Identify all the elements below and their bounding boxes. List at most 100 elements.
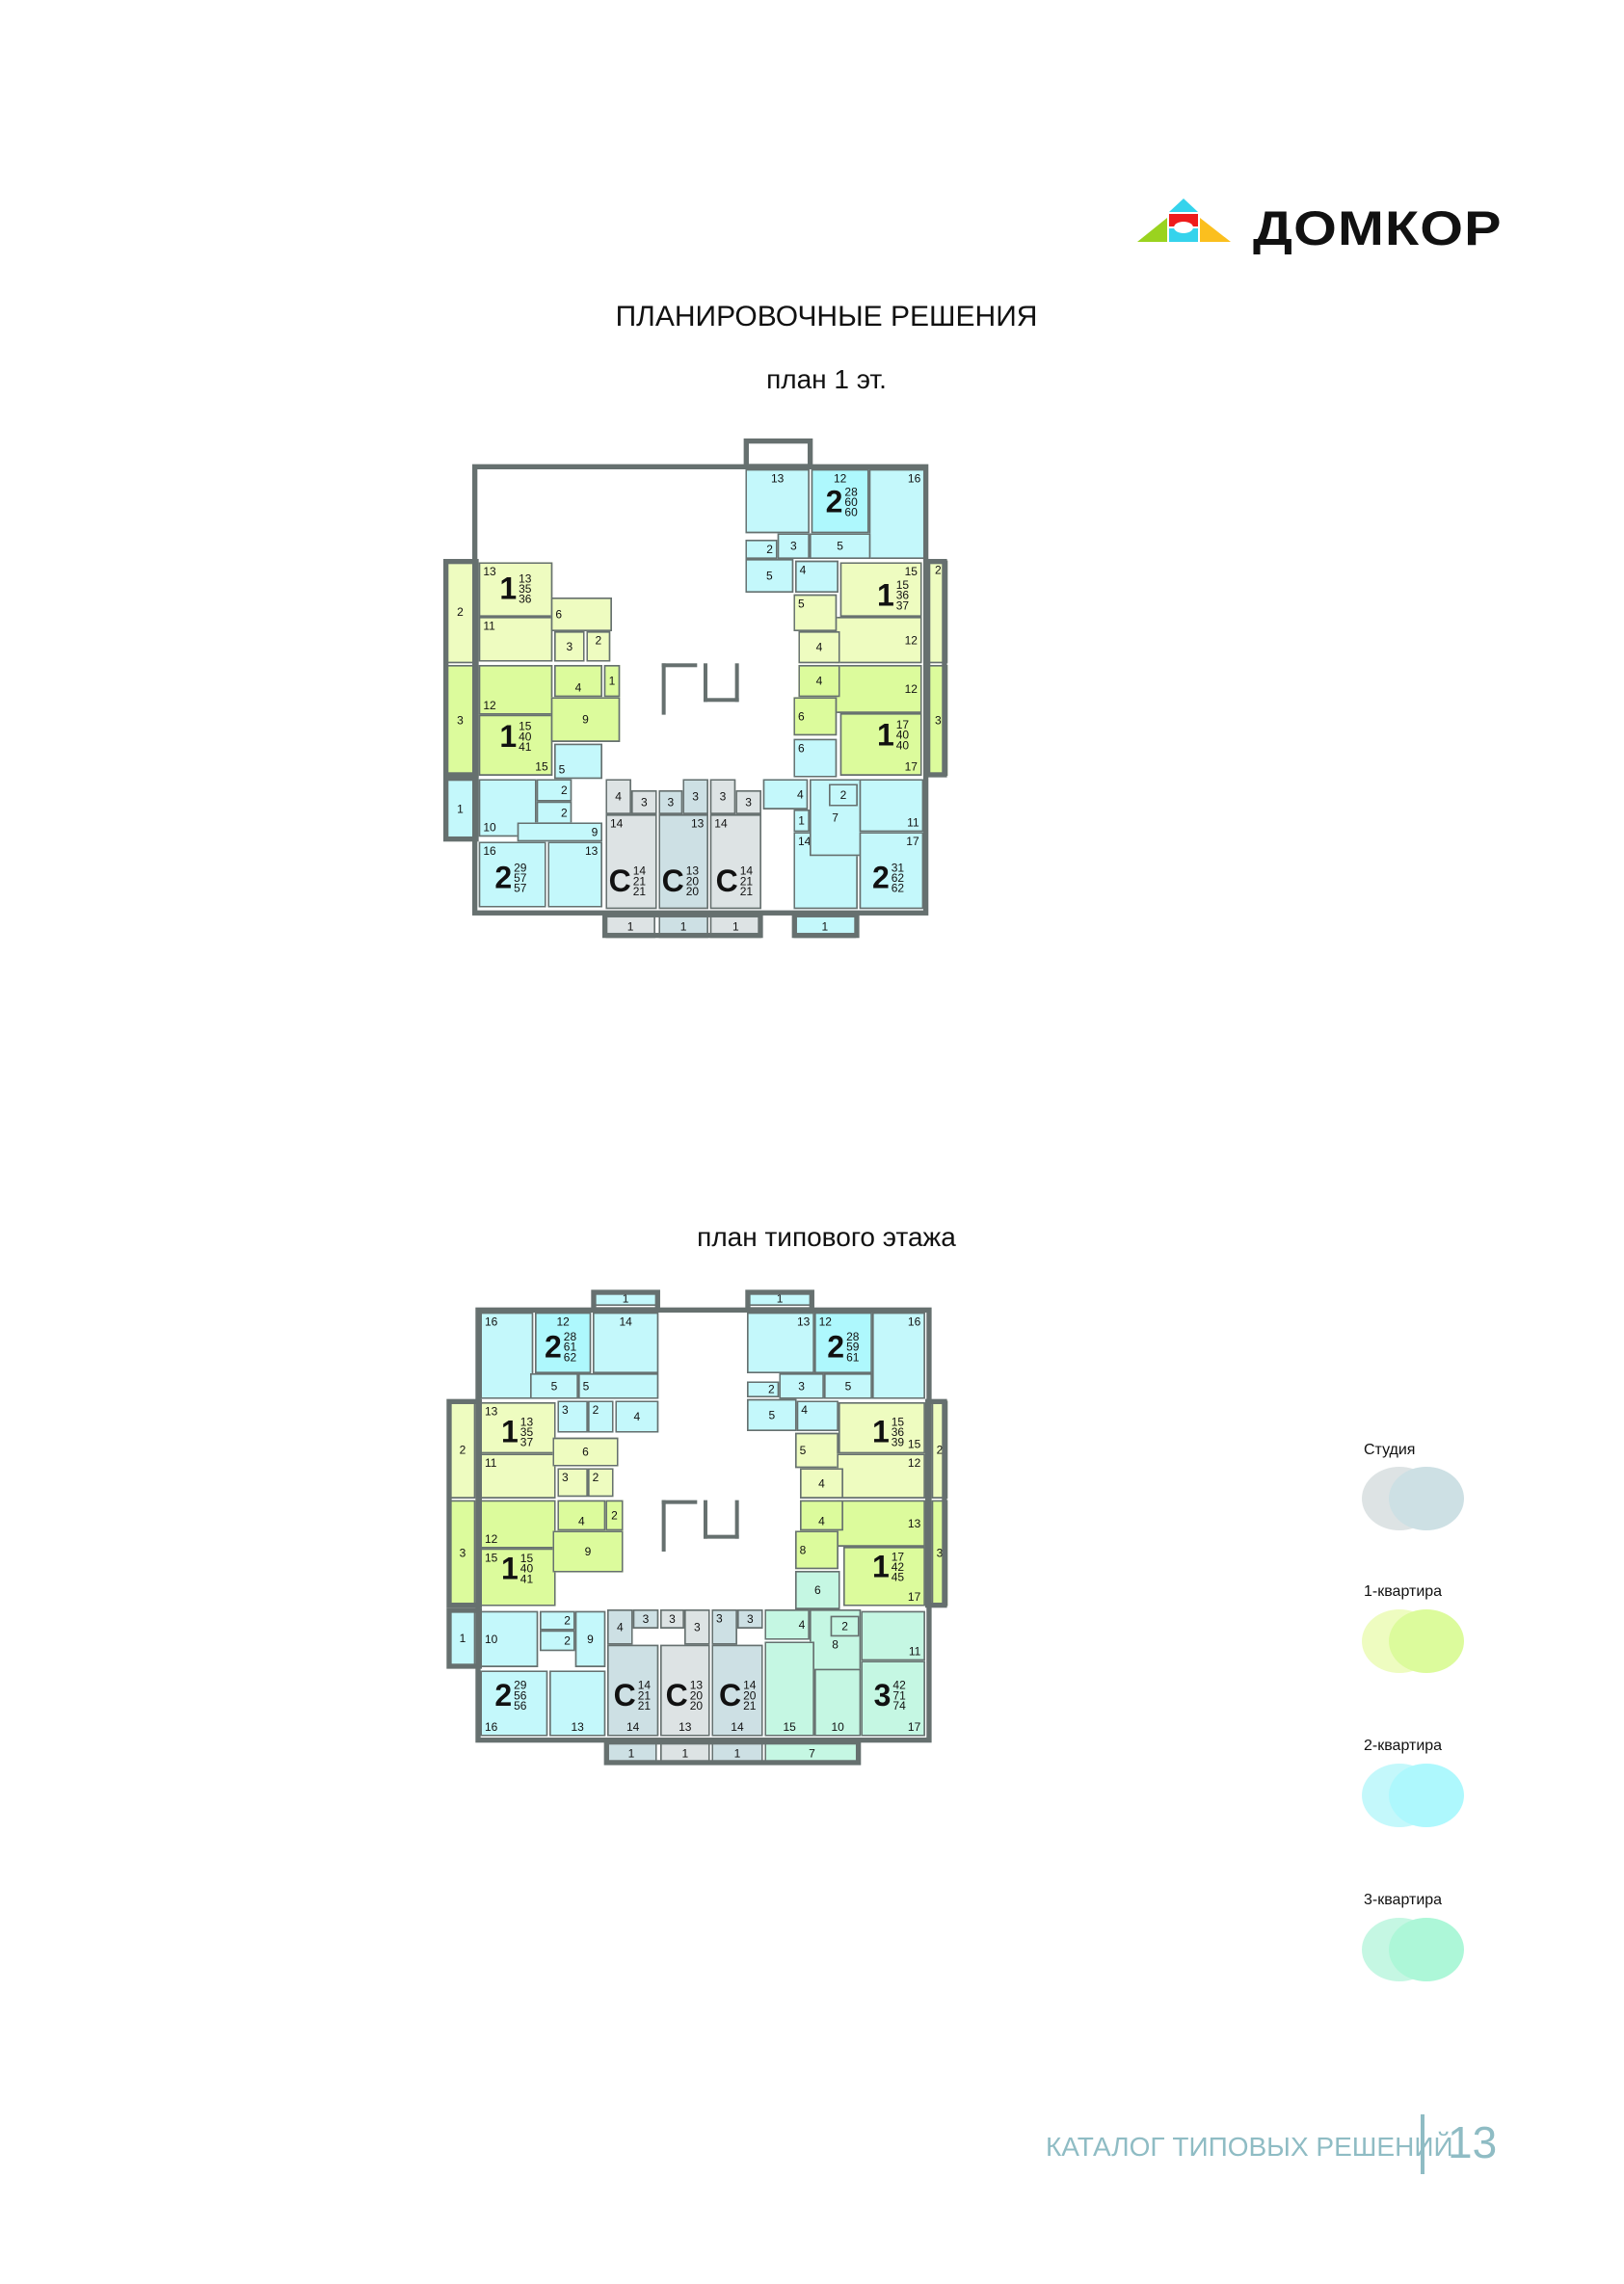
room-area-label: 13 [907,1516,921,1530]
room-area-label: 11 [908,1644,921,1659]
room: 13 [658,813,708,910]
room: 3 [630,789,657,814]
room-area-label: 1 [626,919,634,934]
room: 4 [553,664,602,698]
room: 3 [777,533,810,559]
apartment-room-count: 1 [876,577,894,613]
room-area-label: 1 [608,674,616,688]
room: 2 [828,783,858,807]
room: 4 [762,779,809,810]
elevator-shaft-wall [734,1500,739,1539]
room: 3 [446,664,474,776]
exterior-wall [446,1398,482,1608]
room: 4 [615,1400,659,1433]
room-area-label: 15 [907,1437,921,1451]
room-area-label: 1 [776,1291,784,1306]
apartment-area-value: 62 [563,1350,577,1364]
room: 12 [813,1312,872,1373]
room: 17 [861,1660,925,1737]
room-area-label: 14 [714,816,728,831]
apartment-area-value: 28 [563,1329,577,1343]
room-area-label: 12 [484,1531,498,1546]
room-area-label: 2 [564,1613,571,1628]
apartment-area-value: 40 [895,738,910,752]
room-area-label: 9 [582,712,589,727]
room-area-label: 10 [483,820,496,835]
legend-circle [1389,1764,1464,1827]
legend-circle [1389,1609,1464,1673]
apartment-area-value: 21 [632,874,647,888]
room: 11 [480,1453,556,1499]
apartment-area-value: 56 [514,1698,527,1713]
apartment-area-value: 40 [895,728,910,742]
room: 16 [480,1670,548,1737]
apartment-area-value: 62 [891,881,905,895]
exterior-wall [603,1739,862,1766]
room: 4 [798,664,840,698]
apartment-area-value: 13 [519,1415,534,1428]
apartment-area-value: 60 [844,505,858,519]
apartment-area-value: 36 [895,588,910,602]
exterior-wall [443,775,479,842]
apartment-area-value: 37 [519,1435,534,1449]
room-area-label: 2 [592,1402,599,1417]
room: 3 [779,1372,824,1399]
apartment-area-value: 42 [891,1559,905,1574]
elevator-shaft-wall [661,1500,698,1504]
room-area-label: 1 [627,1746,635,1760]
elevator-shaft-wall [661,663,666,715]
room: 2 [539,1630,575,1652]
room-area-label: 2 [560,783,568,797]
room: 3 [683,1608,710,1645]
elevator-shaft-wall [703,1534,739,1539]
room-area-label: 3 [936,1546,944,1560]
apartment-area-value: 15 [519,719,532,733]
room-area-label: 1 [457,802,464,815]
room-area-label: 3 [692,789,699,804]
apartment-area-value: 56 [514,1688,527,1702]
room: 13 [480,1401,556,1454]
apartment-room-count: С [608,863,631,898]
room: 6 [793,738,838,778]
room: 6 [550,597,612,631]
room: 13 [478,562,553,617]
room-area-label: 9 [591,825,599,838]
room-area-label: 10 [484,1632,498,1646]
apartment-area-value: 35 [519,581,532,596]
room-area-label: 14 [731,1719,744,1734]
apartment-area-value: 21 [632,884,647,898]
apartment-area-value: 15 [519,1551,534,1565]
room-area-label: 1 [679,919,687,934]
room: 4 [799,1468,843,1499]
footer-divider [1421,2114,1424,2174]
room: 4 [605,779,631,814]
legend-swatch-2-room [1362,1764,1468,1831]
room-area-label: 12 [556,1315,570,1328]
room-area-label: 16 [484,1719,498,1734]
apartment-area-value: 36 [891,1424,905,1439]
apartment-room-count: С [661,863,684,898]
apartment-area-value: 21 [637,1688,652,1702]
room: 16 [871,1312,925,1399]
exterior-wall [745,1289,814,1313]
room-area-label: 1 [798,813,805,828]
apartment-room-count: 2 [871,860,890,895]
exterior-wall [924,1398,947,1608]
room-area-label: 6 [797,741,805,755]
room: 1 [709,915,761,939]
room: 5 [529,1372,578,1399]
room-area-label: 12 [833,471,847,485]
room-area-label: 2 [766,542,773,556]
elevator-shaft-wall [734,663,739,703]
